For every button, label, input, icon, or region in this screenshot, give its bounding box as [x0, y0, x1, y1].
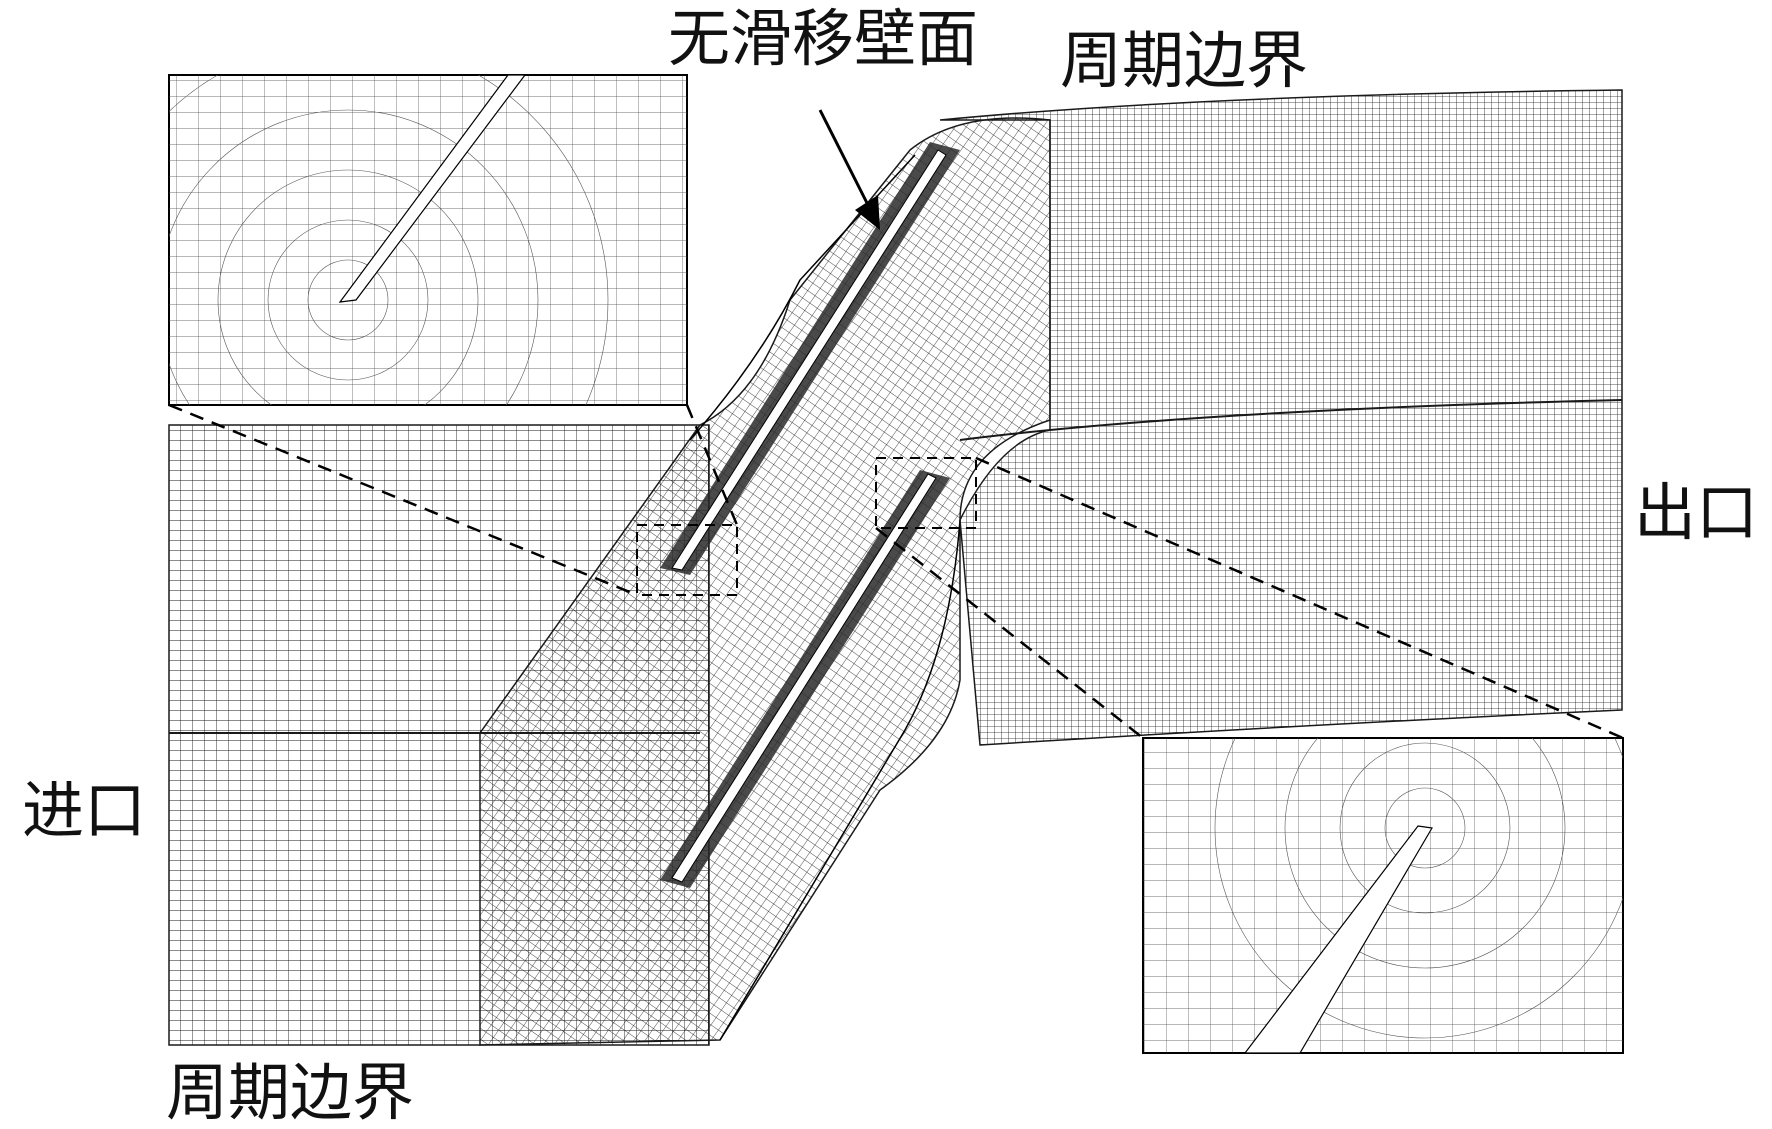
label-outlet: 出口: [1634, 476, 1759, 549]
label-periodic-boundary-bottom: 周期边界: [166, 1056, 415, 1129]
leader-lines: [168, 403, 1624, 740]
label-periodic-boundary-top: 周期边界: [1060, 24, 1309, 97]
outlet-mesh-block: [939, 89, 1623, 746]
blade-lower: [671, 473, 937, 883]
blade-upper: [671, 149, 947, 571]
inset-trailing-edge: [1142, 737, 1624, 1054]
label-no-slip-wall: 无滑移壁面: [668, 2, 979, 75]
label-inlet: 进口: [22, 774, 147, 847]
arrow-no-slip-wall: [818, 109, 880, 230]
inset-leading-edge: [168, 74, 688, 406]
